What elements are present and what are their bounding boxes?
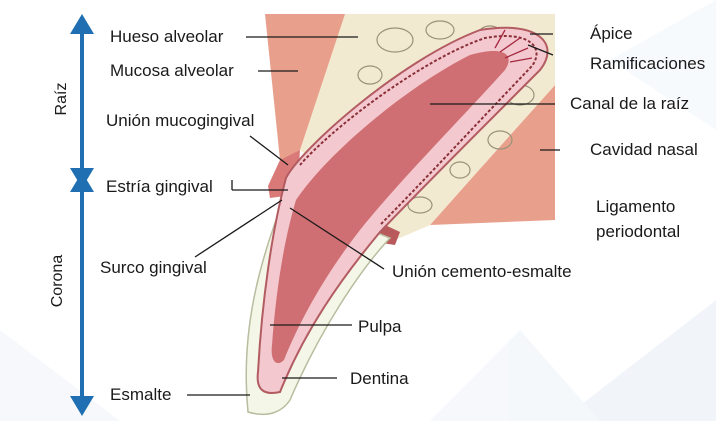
crown-section-label: Corona (49, 251, 67, 311)
label-periodontal-ligament-2: periodontal (596, 222, 680, 242)
label-pulp: Pulpa (358, 317, 401, 337)
label-gingival-sulcus: Surco gingival (100, 258, 207, 278)
label-nasal-cavity: Cavidad nasal (590, 140, 698, 160)
label-mucogingival-junction: Unión mucogingival (106, 111, 254, 131)
label-gingival-groove: Estría gingival (106, 177, 213, 197)
label-enamel: Esmalte (110, 385, 171, 405)
root-section-label: Raíz (53, 79, 71, 119)
label-dentin: Dentina (350, 369, 409, 389)
crown-arrow (70, 172, 94, 416)
label-root-canal: Canal de la raíz (570, 94, 689, 114)
label-alveolar-mucosa: Mucosa alveolar (110, 61, 234, 81)
label-cementoenamel-junction: Unión cemento-esmalte (392, 262, 572, 282)
label-apex: Ápice (590, 24, 633, 44)
label-alveolar-bone: Hueso alveolar (110, 27, 223, 47)
root-arrow (70, 14, 94, 188)
label-periodontal-ligament-1: Ligamento (596, 197, 675, 217)
label-ramifications: Ramificaciones (590, 54, 705, 74)
